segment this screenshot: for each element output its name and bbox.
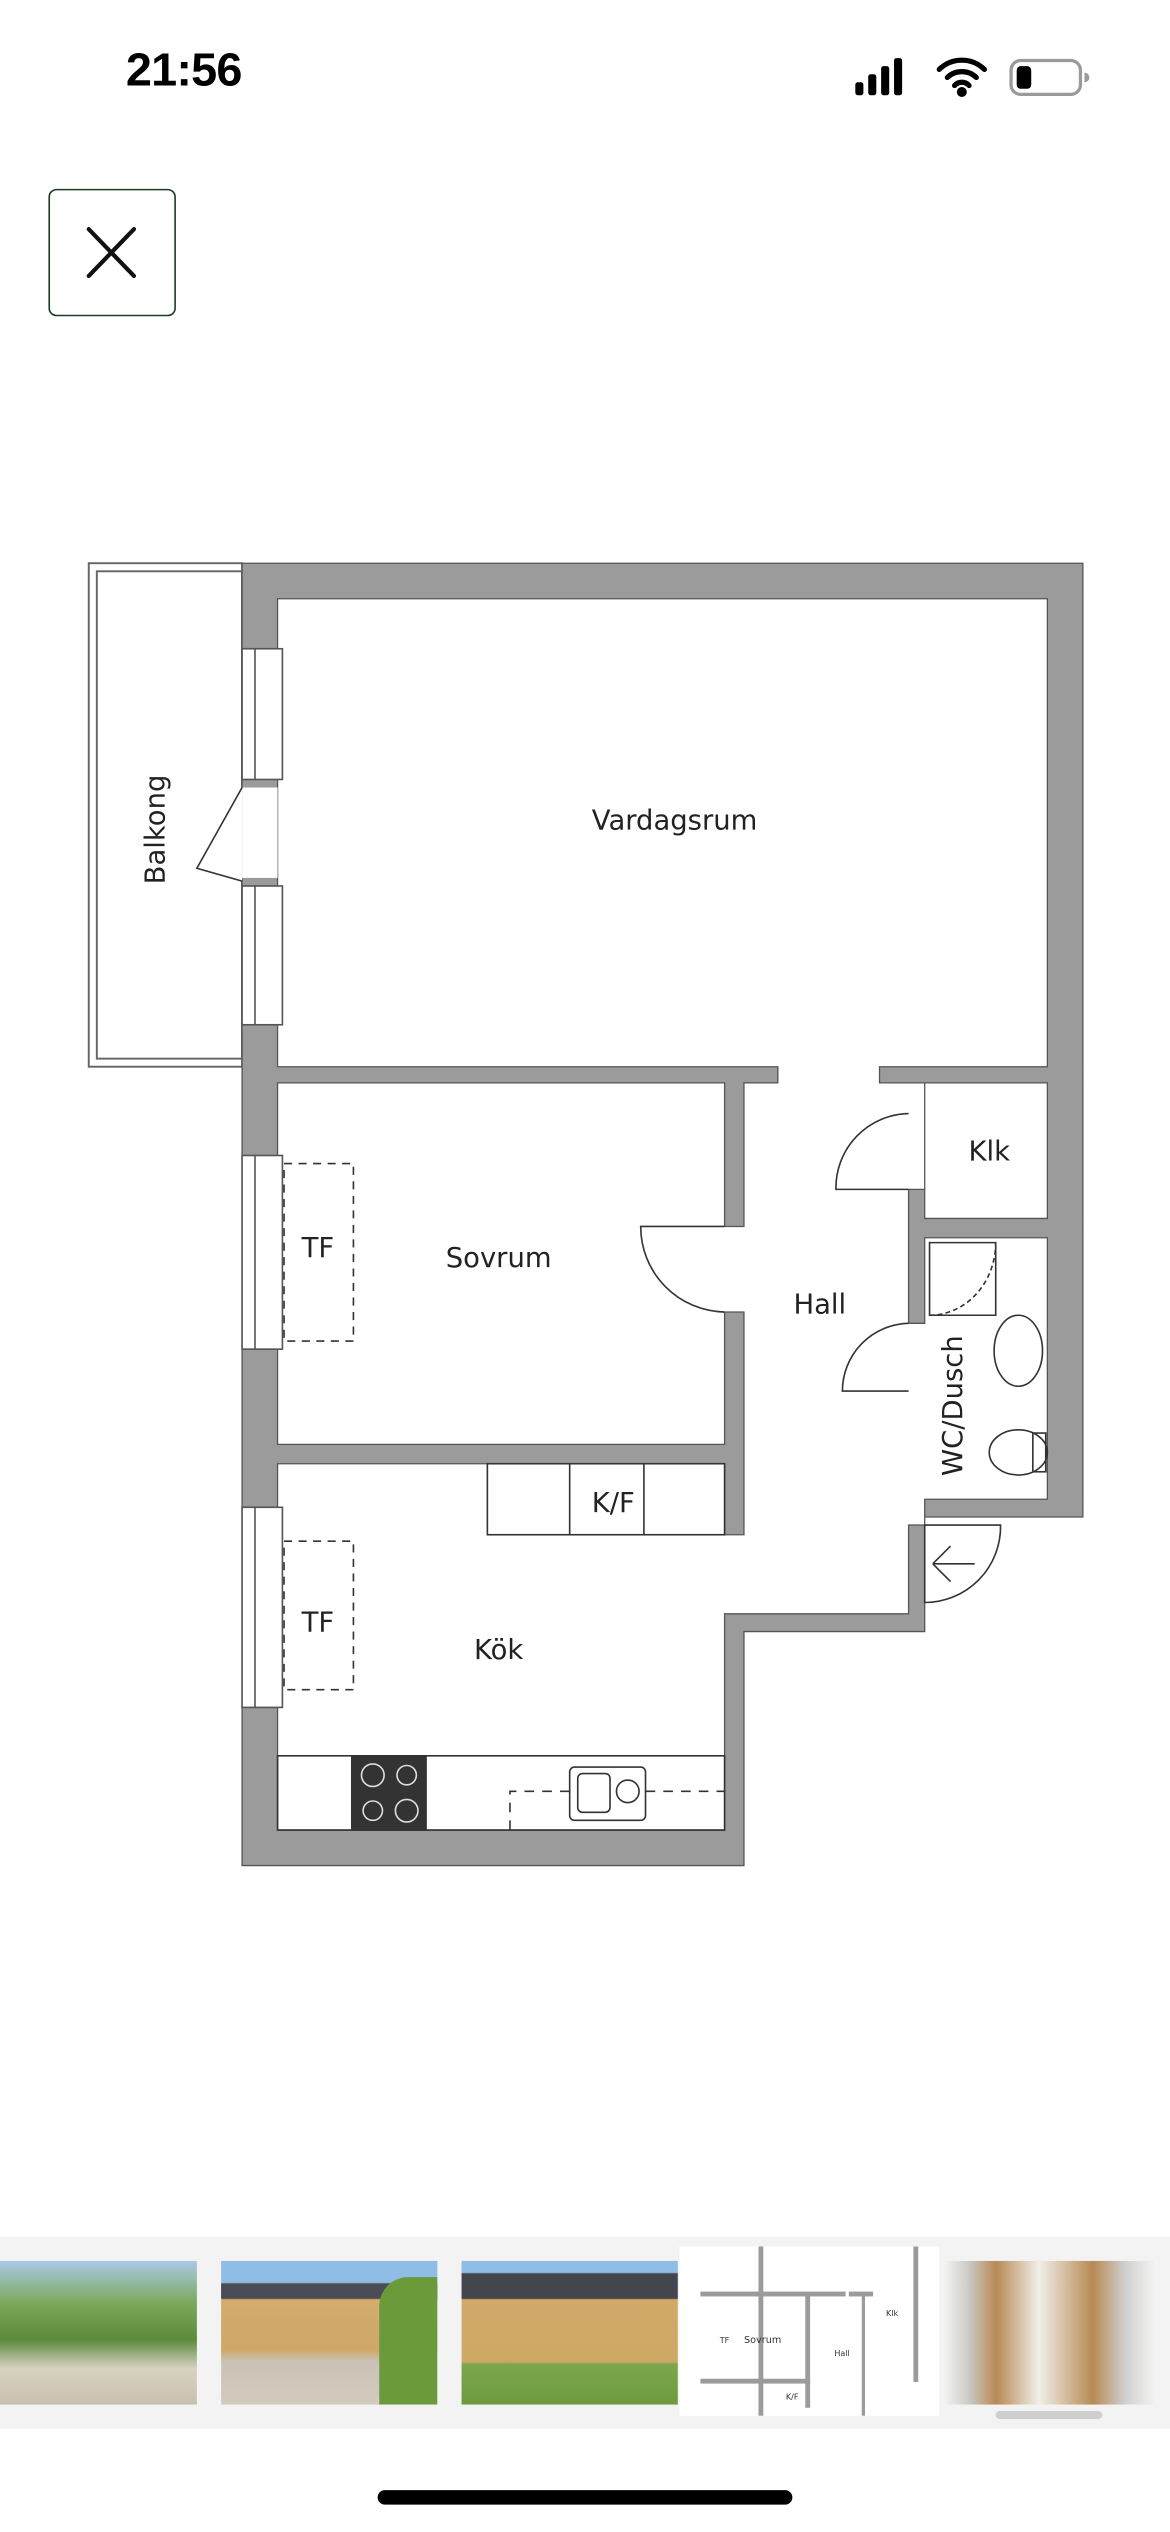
thumb-label: Hall — [834, 2349, 849, 2358]
wifi-icon — [936, 57, 988, 97]
thumbnail-3d-plan[interactable] — [942, 2260, 1158, 2405]
room-label-klk: Klk — [969, 1136, 1011, 1167]
scrollbar[interactable] — [995, 2411, 1103, 2420]
room-label-sovrum: Sovrum — [446, 1243, 552, 1274]
thumb-label: Sovrum — [744, 2335, 781, 2346]
home-indicator[interactable] — [377, 2490, 793, 2505]
close-button[interactable] — [48, 188, 176, 317]
room-label-hall: Hall — [793, 1290, 846, 1321]
thumb-label: Klk — [886, 2309, 899, 2318]
room-label-balkong: Balkong — [141, 775, 172, 885]
doors — [195, 787, 1002, 1604]
fixture-label-tf: TF — [301, 1233, 335, 1264]
thumb-label: K/F — [786, 2393, 799, 2402]
status-time: 21:56 — [125, 45, 242, 97]
fixtures — [276, 1162, 1049, 1831]
walls — [241, 562, 1084, 1867]
thumbnail-courtyard[interactable] — [221, 2260, 438, 2405]
thumbnail-facade[interactable] — [461, 2260, 678, 2405]
fixture-label-tf: TF — [301, 1608, 335, 1639]
room-label-wc-dusch: WC/Dusch — [938, 1335, 969, 1476]
thumb-label: TF — [719, 2336, 730, 2345]
signal-icon — [855, 58, 903, 96]
room-label-vardagsrum: Vardagsrum — [592, 805, 758, 836]
close-icon — [86, 227, 137, 279]
windows — [241, 647, 284, 1709]
thumbnail-floor-plan[interactable]: Sovrum TF Hall Klk K/F — [679, 2246, 940, 2416]
status-icons — [855, 57, 1090, 97]
room-label-kok: Kök — [474, 1635, 523, 1666]
thumbnail-garden[interactable] — [0, 2260, 197, 2405]
battery-icon — [1009, 58, 1090, 97]
floor-plan: Balkong Vardagsrum Sovrum Hall Klk WC/Du… — [87, 562, 1084, 1867]
fixture-label-kf: K/F — [592, 1488, 635, 1519]
thumbnail-strip[interactable]: Sovrum TF Hall Klk K/F — [0, 2236, 1170, 2429]
